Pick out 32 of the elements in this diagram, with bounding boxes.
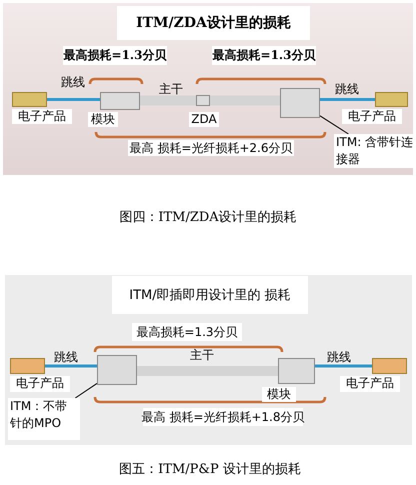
edge-label: 跳线 xyxy=(53,350,79,366)
itm-box xyxy=(280,88,320,118)
cable xyxy=(315,364,372,368)
cable xyxy=(140,96,196,106)
loss-label: 最高 损耗=光纤损耗+2.6分贝 xyxy=(128,140,294,156)
callout-text: ITM: 含带针连接器 xyxy=(334,134,416,168)
loss-label: 最高损耗=1.3分贝 xyxy=(212,46,316,65)
panel-title: ITM/即插即用设计里的 损耗 xyxy=(112,276,308,314)
module-label: 模块 xyxy=(88,112,118,127)
edge-label: 跳线 xyxy=(326,350,352,366)
edge-label: 跳线 xyxy=(334,82,360,98)
loss-label: 最高 损耗=光纤损耗+1.8分贝 xyxy=(143,408,303,426)
leader-line xyxy=(320,115,349,134)
device-label: 电子产品 xyxy=(340,376,400,392)
leader-line xyxy=(210,96,280,106)
device-label: 电子产品 xyxy=(12,109,72,124)
cable xyxy=(320,98,375,101)
device-label: 电子产品 xyxy=(342,109,402,124)
module-label: 模块 xyxy=(262,387,296,402)
cable xyxy=(47,98,100,101)
device-label: 电子产品 xyxy=(10,376,70,392)
callout-text: ITM：不带针的MPO xyxy=(8,398,80,440)
loss-label: 最高损耗=1.3分贝 xyxy=(63,46,167,65)
edge-label: 主干 xyxy=(158,82,184,98)
edge-label: 主干 xyxy=(189,348,215,364)
loss-label: 最高损耗=1.3分贝 xyxy=(132,323,242,341)
itm-box xyxy=(97,355,137,385)
connector-label: ZDA xyxy=(189,112,219,127)
cable xyxy=(45,364,97,368)
edge-label: 跳线 xyxy=(60,75,86,91)
leader-line xyxy=(74,382,98,398)
panel-title: ITM/ZDA设计里的损耗 xyxy=(117,6,310,40)
